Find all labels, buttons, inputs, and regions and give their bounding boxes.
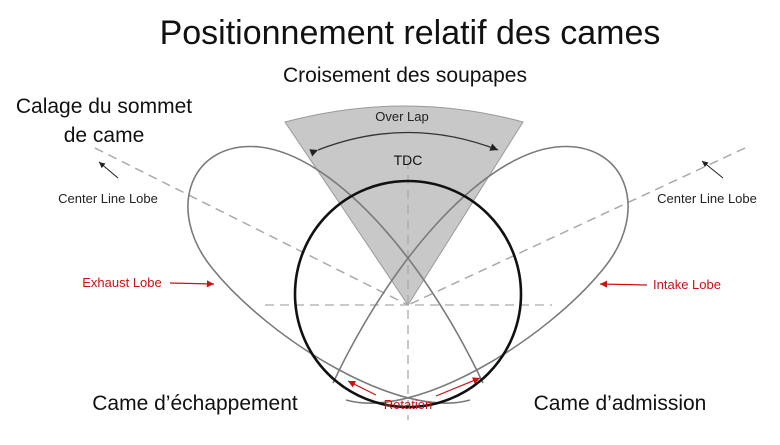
intake-lobe-outline [332,145,629,404]
overlap-sector [284,105,524,306]
center-line-left-arrow [98,161,119,179]
overlap-arc-arrow [309,131,499,157]
rotation-arrow-left [347,380,377,396]
rotation-arrow-right [435,377,481,397]
center-line-left-label: Center Line Lobe [58,191,158,206]
exhaust-lobe-outline [187,145,484,404]
intake-lobe-label: Intake Lobe [653,277,721,292]
exhaust-cam-label: Came d’échappement [92,392,298,415]
intake-lobe-arrow [599,280,648,288]
center-line-right-arrow [701,160,724,179]
center-line-left [94,147,409,306]
overlap-label-en: Over Lap [375,109,428,124]
center-line-right [407,147,746,306]
rotation-label: Rotation [384,397,432,412]
exhaust-lobe-label: Exhaust Lobe [82,275,162,290]
page-title: Positionnement relatif des cames [160,14,661,52]
tdc-label: TDC [394,152,423,168]
center-line-right-label: Center Line Lobe [657,191,757,206]
lobe-timing-label-line2: de came [64,124,145,147]
exhaust-lobe-arrow [169,280,215,288]
intake-cam-label: Came d’admission [534,392,707,415]
cam-base-circle [293,179,523,409]
overlap-label-fr: Croisement des soupapes [283,64,527,87]
lobe-timing-label-line1: Calage du sommet [16,95,192,118]
